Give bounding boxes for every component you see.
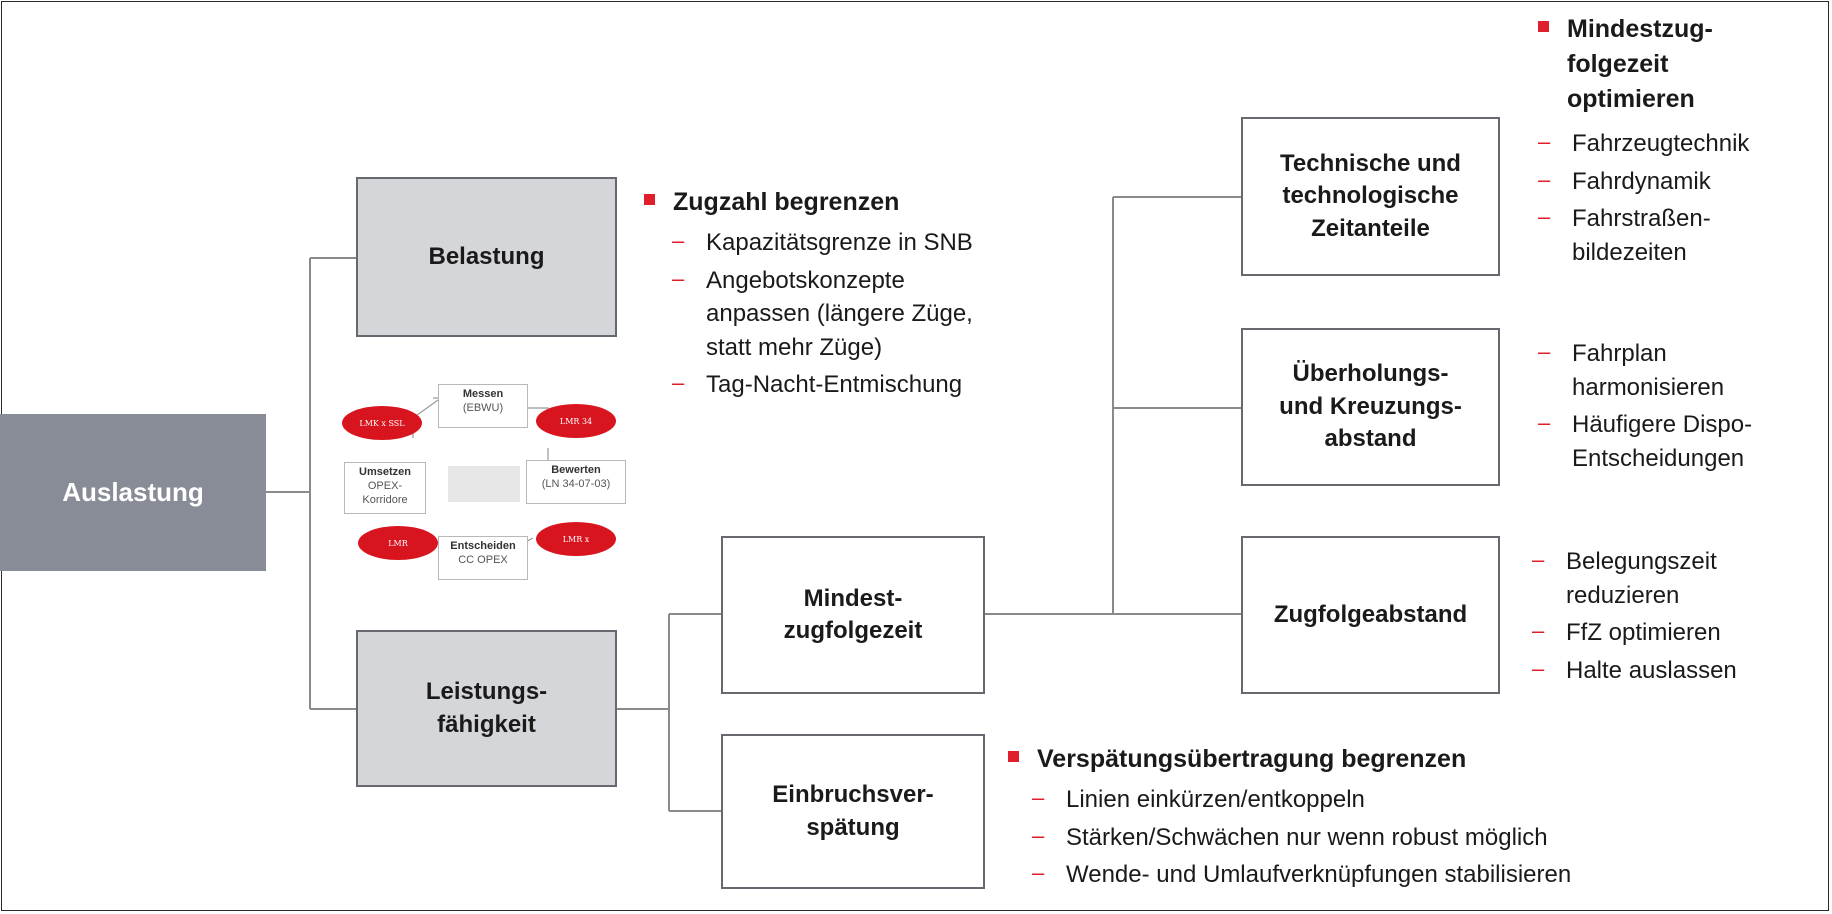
bullet-square-icon [1538, 21, 1549, 32]
dash-icon: – [1032, 822, 1045, 848]
list-zugfolge: – Belegungszeit reduzieren – FfZ optimie… [1532, 545, 1822, 691]
cycle-box-messen: Messen (EBWU) [438, 384, 528, 428]
cycle-oval-bottom-left: LMR [358, 526, 438, 560]
node-technische: Technische und technologische Zeitanteil… [1241, 117, 1500, 276]
node-auslastung-label: Auslastung [62, 476, 204, 507]
dash-icon: – [1538, 339, 1551, 364]
list-verspaetung-heading: Verspätungsübertragung begrenzen [1008, 742, 1648, 777]
node-ueberholung-label: Überholungs- und Kreuzungs- abstand [1279, 360, 1462, 453]
node-einbruchsverspaetung: Einbruchsver- spätung [721, 734, 985, 889]
list-item: – Stärken/Schwächen nur wenn robust mögl… [1032, 822, 1548, 851]
cycle-box-entscheiden: Entscheiden CC OPEX [438, 536, 528, 580]
list-item: – Fahrplan harmonisieren [1538, 339, 1725, 401]
list-item: – Fahrstraßen- bildezeiten [1538, 204, 1711, 266]
node-zugfolgeabstand: Zugfolgeabstand [1241, 536, 1500, 694]
node-auslastung: Auslastung [0, 414, 266, 571]
cycle-oval-top-right: LMR 34 [536, 404, 616, 438]
node-technische-label: Technische und technologische Zeitanteil… [1280, 149, 1461, 242]
list-mindest-optimieren-heading: Mindestzug- folgezeit optimieren [1538, 12, 1828, 117]
cycle-center-graphic [448, 466, 520, 502]
list-item: – Angebotskonzepte anpassen (längere Züg… [672, 265, 973, 361]
list-mindest-optimieren: Mindestzug- folgezeit optimieren – Fahrz… [1538, 12, 1828, 273]
node-zugfolgeabstand-label: Zugfolgeabstand [1273, 600, 1468, 628]
list-item: – Linien einkürzen/entkoppeln [1032, 785, 1365, 813]
node-mindestzugfolgezeit-label: Mindest- zugfolgezeit [783, 584, 923, 644]
process-cycle: Messen (EBWU) Bewerten (LN 34-07-03) Ent… [338, 378, 628, 598]
list-item: – Fahrdynamik [1538, 166, 1711, 195]
list-verspaetung: Verspätungsübertragung begrenzen – Linie… [1008, 742, 1648, 896]
node-ueberholung: Überholungs- und Kreuzungs- abstand [1241, 328, 1500, 486]
list-item: – Wende- und Umlaufverknüpfungen stabili… [1032, 860, 1572, 889]
node-mindestzugfolgezeit: Mindest- zugfolgezeit [721, 536, 985, 694]
dash-icon: – [1538, 410, 1551, 436]
list-zugzahl-heading: Zugzahl begrenzen [644, 185, 1064, 220]
node-belastung: Belastung [356, 177, 617, 337]
list-item: – Belegungszeit reduzieren [1532, 547, 1717, 609]
list-ueberholung: – Fahrplan harmonisieren – Häufigere Dis… [1538, 337, 1828, 479]
node-leistungsfaehigkeit: Leistungs- fähigkeit [356, 630, 617, 787]
cycle-arrows [412, 397, 549, 547]
dash-icon: – [1538, 204, 1551, 230]
dash-icon: – [1538, 129, 1551, 154]
bullet-square-icon [644, 194, 655, 205]
list-item: – FfZ optimieren [1532, 618, 1721, 647]
dash-icon: – [1032, 785, 1045, 810]
dash-icon: – [672, 265, 685, 291]
node-einbruchsverspaetung-label: Einbruchsver- spätung [772, 781, 934, 841]
list-item: – Häufigere Dispo- Entscheidungen [1538, 410, 1753, 472]
list-item: – Halte auslassen [1532, 655, 1737, 684]
node-leistungsfaehigkeit-label: Leistungs- fähigkeit [425, 678, 548, 738]
list-zugzahl: Zugzahl begrenzen – Kapazitätsgrenze in … [644, 185, 1064, 406]
list-item: – Tag-Nacht-Entmischung [672, 370, 963, 399]
cycle-oval-top-left: LMK x SSL [342, 406, 422, 440]
cycle-box-bewerten: Bewerten (LN 34-07-03) [526, 460, 626, 504]
dash-icon: – [1532, 618, 1545, 644]
cycle-oval-bottom-right: LMR x [536, 522, 616, 556]
dash-icon: – [672, 370, 685, 396]
node-belastung-label: Belastung [428, 242, 545, 270]
list-item: – Fahrzeugtechnik [1538, 129, 1750, 157]
dash-icon: – [1538, 166, 1551, 192]
dash-icon: – [1032, 860, 1045, 886]
cycle-box-umsetzen: Umsetzen OPEX- Korridore [344, 462, 426, 514]
dash-icon: – [1532, 547, 1545, 572]
bullet-square-icon [1008, 751, 1019, 762]
dash-icon: – [672, 228, 685, 253]
list-item: – Kapazitätsgrenze in SNB [672, 228, 973, 256]
dash-icon: – [1532, 655, 1545, 681]
